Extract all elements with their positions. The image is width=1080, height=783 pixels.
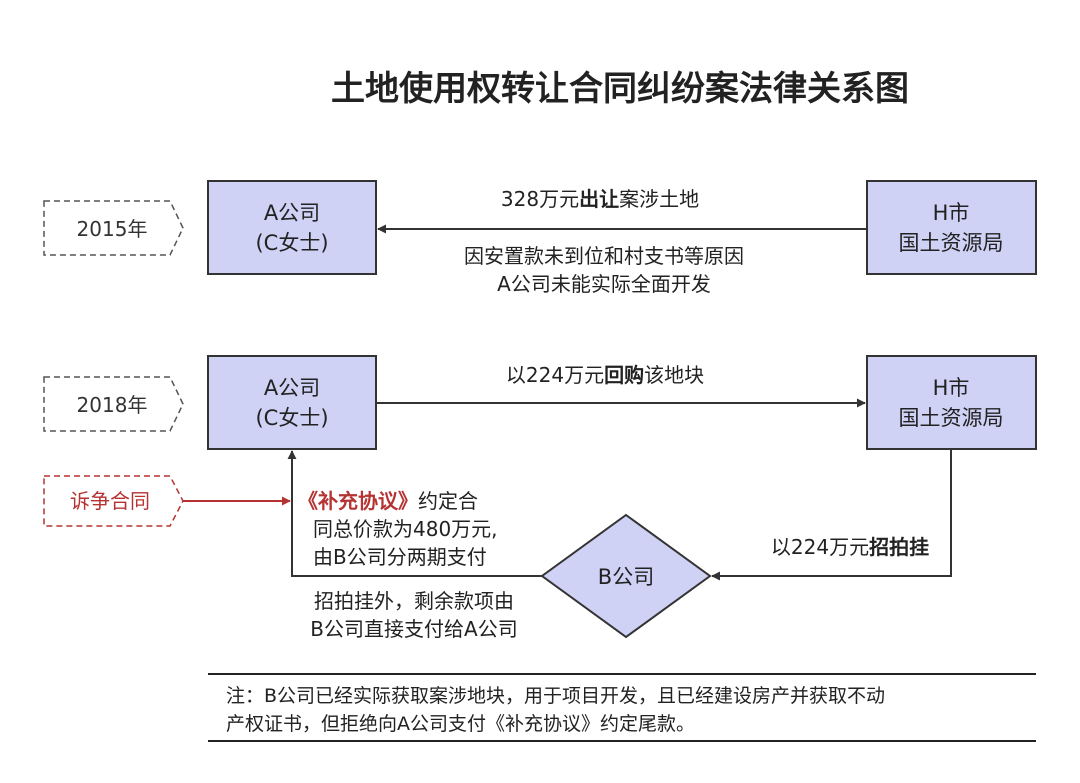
row-2018: 2018年 A公司 (C女士) H市 国土资源局 以224万元回购该地块: [43, 355, 1037, 450]
auction-path: 以224万元招拍挂: [711, 449, 952, 581]
buyback-action: 回购: [604, 363, 644, 387]
payment-line-1: 招拍挂外，剩余款项由: [314, 589, 514, 613]
a-company-contact-2015: (C女士): [255, 231, 328, 255]
year-tag-2015: [43, 200, 184, 256]
auction-arrow: [711, 449, 952, 581]
supplement-line-2: 同总价款为480万元,: [313, 517, 498, 541]
supplement-line-1-rest: 约定合: [418, 489, 478, 513]
a-company-name-2015: A公司: [264, 201, 320, 225]
payment-line-2: B公司直接支付给A公司: [310, 617, 517, 641]
transfer-object-2015: 案涉土地: [619, 187, 699, 211]
buyback-object: 该地块: [644, 363, 704, 387]
a-company-contact-2018: (C女士): [255, 406, 328, 430]
h-bureau-city-2018: H市: [933, 376, 970, 400]
h-bureau-city-2015: H市: [933, 201, 970, 225]
auction-action: 招拍挂: [869, 535, 929, 559]
a-company-name-2018: A公司: [264, 376, 320, 400]
reason-line-2: A公司未能实际全面开发: [497, 272, 711, 296]
dispute-label: 诉争合同: [70, 489, 150, 513]
buyback-label-2018: 以224万元回购该地块: [506, 363, 704, 387]
year-tag-2018: [43, 376, 184, 432]
b-company-diamond: [540, 513, 712, 639]
transfer-label-2015: 328万元出让案涉土地: [501, 187, 699, 211]
year-label-2015: 2015年: [77, 217, 148, 241]
buyback-amount: 以224万元: [506, 363, 604, 387]
reason-line-1: 因安置款未到位和村支书等原因: [464, 244, 744, 268]
supplement-line-3: 由B公司分两期支付: [313, 545, 487, 569]
row-2015: 2015年 A公司 (C女士) H市 国土资源局 328万元出让案涉土地 因安置…: [43, 180, 1037, 296]
h-bureau-name-2018: 国土资源局: [899, 406, 1004, 430]
note-line-2: 产权证书，但拒绝向A公司支付《补充协议》约定尾款。: [226, 713, 695, 735]
b-company-node: B公司: [540, 513, 712, 639]
transfer-amount-2015: 328万元: [501, 187, 579, 211]
note-section: 注：B公司已经实际获取案涉地块，用于项目开发，且已经建设房产并获取不动 产权证书…: [208, 673, 1036, 742]
b-company-name: B公司: [598, 565, 654, 589]
payment-arrow: [287, 450, 542, 577]
auction-label: 以224万元招拍挂: [771, 535, 929, 559]
transfer-action-2015: 出让: [579, 187, 619, 211]
h-bureau-box-2018: [866, 355, 1037, 450]
supplement-line-1: 《补充协议》约定合: [298, 489, 478, 513]
supplement-agreement-name: 《补充协议》: [298, 489, 418, 513]
note-line-1: 注：B公司已经实际获取案涉地块，用于项目开发，且已经建设房产并获取不动: [226, 685, 885, 707]
h-bureau-name-2015: 国土资源局: [899, 231, 1004, 255]
a-company-box-2018: [207, 355, 377, 450]
payment-path: 招拍挂外，剩余款项由 B公司直接支付给A公司: [287, 450, 542, 641]
a-company-box-2015: [207, 180, 377, 275]
auction-amount: 以224万元: [771, 535, 869, 559]
h-bureau-box-2015: [866, 180, 1037, 275]
page-title: 土地使用权转让合同纠纷案法律关系图: [331, 69, 909, 109]
dispute-section: 诉争合同 《补充协议》约定合 同总价款为480万元, 由B公司分两期支付: [43, 475, 498, 569]
year-label-2018: 2018年: [77, 393, 148, 417]
dispute-tag: [43, 475, 184, 527]
